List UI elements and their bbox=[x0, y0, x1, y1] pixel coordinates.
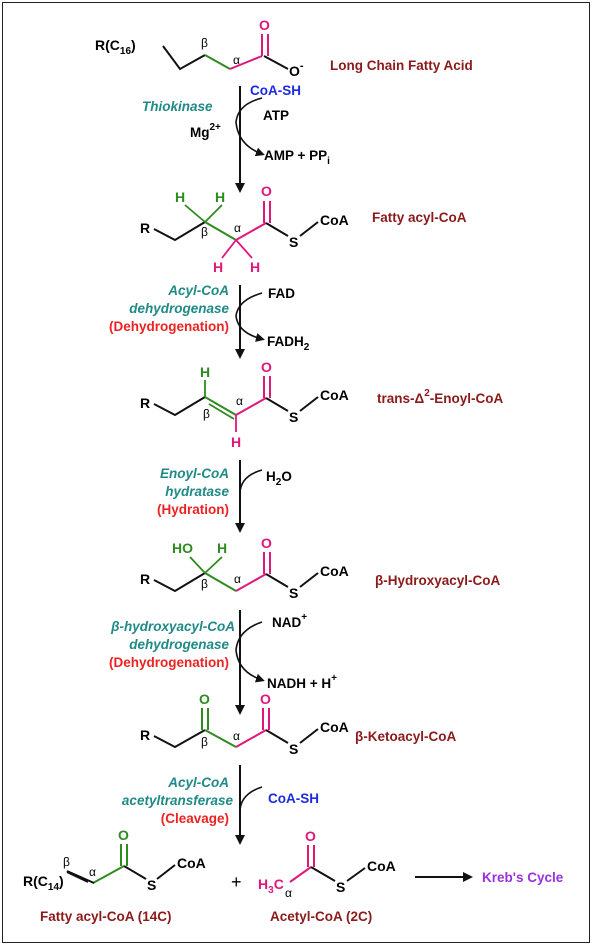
krebs-cycle-label: Kreb's Cycle bbox=[482, 870, 564, 885]
step1-curved-arrow bbox=[235, 97, 265, 157]
step4-nad: NAD+ bbox=[272, 612, 307, 630]
r-group: R bbox=[140, 220, 150, 236]
beta-hydrogen: H bbox=[217, 540, 227, 556]
alpha-carbon-label: α bbox=[285, 886, 292, 900]
coa-group: CoA bbox=[367, 858, 396, 874]
acyl-coa-dehydrogenase-line1: Acyl-CoA bbox=[167, 283, 229, 298]
alpha-carbon-label: α bbox=[236, 394, 243, 408]
step1-mg: Mg2+ bbox=[190, 122, 221, 140]
r-group: R bbox=[140, 395, 150, 411]
carbonyl-oxygen: O bbox=[118, 827, 129, 843]
step4-curved-arrow bbox=[235, 621, 265, 683]
hydroxyl-group: HO bbox=[172, 540, 193, 556]
enoyl-coa-hydratase-line1: Enoyl-CoA bbox=[160, 466, 229, 481]
alpha-carbon-label: α bbox=[233, 729, 240, 743]
hydroxyacyl-coa-structure: R O S CoA HO H β α bbox=[140, 535, 349, 601]
alpha-carbon-label: α bbox=[234, 572, 241, 586]
sulfur-atom: S bbox=[289, 585, 298, 601]
beta-carbon-label: β bbox=[201, 225, 208, 239]
coa-group: CoA bbox=[320, 563, 349, 579]
carbonyl-oxygen: O bbox=[261, 183, 272, 199]
carbonyl-oxygen: O bbox=[261, 359, 272, 375]
step5-coa-sh: CoA-SH bbox=[268, 791, 319, 806]
beta-keto-oxygen: O bbox=[199, 691, 210, 707]
beta-carbon-label: β bbox=[201, 36, 208, 50]
beta-carbon-label: β bbox=[201, 577, 208, 591]
step5-process: (Cleavage) bbox=[161, 811, 229, 826]
sulfur-atom: S bbox=[289, 409, 298, 425]
step1-coa-sh: CoA-SH bbox=[250, 83, 301, 98]
beta-hydrogen-2: H bbox=[215, 189, 225, 205]
coa-group: CoA bbox=[320, 719, 349, 735]
alpha-carbon-label: α bbox=[234, 221, 241, 235]
carbonyl-oxygen: O bbox=[260, 691, 271, 707]
step3-water: H2O bbox=[266, 469, 292, 488]
methyl-group: H3C bbox=[258, 876, 284, 896]
step3-curved-arrow bbox=[239, 469, 263, 495]
ketoacyl-coa-structure: R O O S CoA β α bbox=[140, 691, 349, 757]
r-c14-group: R(C14) bbox=[23, 873, 64, 893]
coa-group: CoA bbox=[177, 855, 206, 871]
coa-group: CoA bbox=[320, 387, 349, 403]
beta-hydrogen-1: H bbox=[175, 189, 185, 205]
sulfur-atom: S bbox=[147, 877, 156, 893]
hydroxyacyl-coa-dehydrogenase-line1: β-hydroxyacyl-CoA bbox=[110, 619, 235, 634]
fatty-acyl-coa-14c-structure: R(C14) O S CoA β α bbox=[23, 827, 206, 893]
beta-carbon-label: β bbox=[201, 735, 208, 749]
enoyl-coa-hydratase-line2: hydratase bbox=[165, 484, 229, 499]
alpha-hydrogen-1: H bbox=[213, 259, 223, 275]
hydroxyacyl-coa-dehydrogenase-line2: dehydrogenase bbox=[129, 637, 229, 652]
alpha-hydrogen: H bbox=[231, 434, 241, 450]
sulfur-atom: S bbox=[289, 234, 298, 250]
fatty-acyl-coa-structure: R O S CoA H H H H β α bbox=[140, 183, 349, 275]
coa-group: CoA bbox=[320, 212, 349, 228]
step1-amp-ppi: AMP + PPi bbox=[264, 148, 330, 167]
carboxylate-oxygen: O- bbox=[289, 60, 304, 79]
fatty-acyl-coa-14c-name: Fatty acyl-CoA (14C) bbox=[40, 909, 172, 924]
fatty-acyl-coa-name: Fatty acyl-CoA bbox=[372, 210, 467, 225]
step2-fadh2: FADH2 bbox=[267, 334, 310, 353]
alpha-carbon-label: α bbox=[233, 53, 240, 67]
r-c16-group: R(C16) bbox=[95, 37, 136, 57]
step1-atp: ATP bbox=[263, 108, 289, 123]
acyl-coa-acetyltransferase-line2: acetyltransferase bbox=[122, 793, 234, 808]
hydroxyacyl-coa-name: β-Hydroxyacyl-CoA bbox=[375, 573, 501, 588]
alpha-carbon-label: α bbox=[89, 865, 96, 879]
acyl-coa-dehydrogenase-line2: dehydrogenase bbox=[129, 301, 229, 316]
r-group: R bbox=[140, 727, 150, 743]
step2-fad: FAD bbox=[268, 286, 295, 301]
enoyl-coa-structure: R O S CoA H H β α bbox=[140, 359, 349, 450]
step4-nadh: NADH + H+ bbox=[267, 673, 337, 691]
beta-hydrogen: H bbox=[200, 364, 210, 380]
carbonyl-oxygen: O bbox=[259, 17, 270, 33]
step4-process: (Dehydrogenation) bbox=[109, 655, 229, 670]
beta-carbon-label: β bbox=[203, 407, 210, 421]
ketoacyl-coa-name: β-Ketoacyl-CoA bbox=[355, 729, 457, 744]
thiokinase-enzyme: Thiokinase bbox=[142, 99, 213, 114]
step3-process: (Hydration) bbox=[157, 502, 229, 517]
beta-carbon-label: β bbox=[63, 855, 70, 869]
acetyl-coa-structure: H3C O S CoA α bbox=[258, 828, 396, 900]
long-chain-fatty-acid-name: Long Chain Fatty Acid bbox=[330, 58, 473, 73]
step5-curved-arrow bbox=[239, 786, 263, 813]
plus-sign: + bbox=[231, 872, 242, 892]
step2-process: (Dehydrogenation) bbox=[109, 319, 229, 334]
r-group: R bbox=[140, 571, 150, 587]
sulfur-atom: S bbox=[336, 879, 345, 895]
acyl-coa-acetyltransferase-line1: Acyl-CoA bbox=[167, 775, 229, 790]
acetyl-coa-name: Acetyl-CoA (2C) bbox=[270, 909, 372, 924]
carbonyl-oxygen: O bbox=[261, 535, 272, 551]
step2-curved-arrow bbox=[235, 292, 265, 342]
sulfur-atom: S bbox=[289, 741, 298, 757]
carbonyl-oxygen: O bbox=[305, 828, 316, 844]
alpha-hydrogen-2: H bbox=[250, 259, 260, 275]
long-chain-fatty-acid-structure: R(C16) O O- β α bbox=[95, 17, 304, 79]
enoyl-coa-name: trans-Δ2-Enoyl-CoA bbox=[377, 388, 504, 406]
